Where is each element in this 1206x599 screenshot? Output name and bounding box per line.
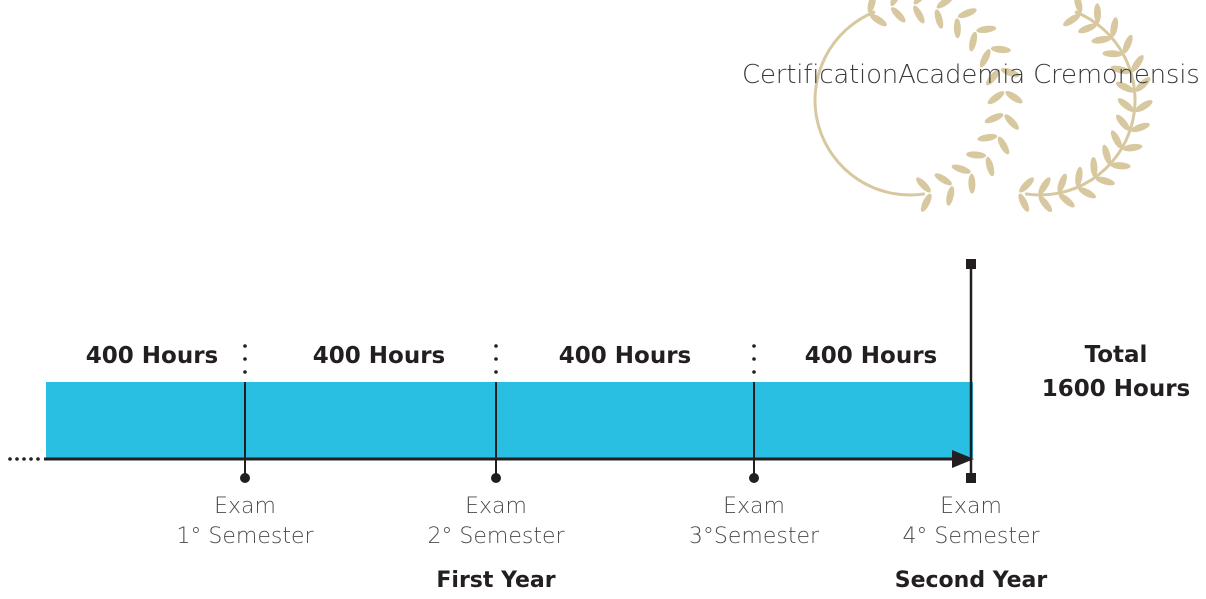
- laurel-leaf: [869, 13, 887, 27]
- laurel-leaf: [1115, 81, 1135, 93]
- laurel-leaf: [1110, 65, 1131, 74]
- laurel-leaf: [1135, 77, 1151, 92]
- laurel-leaf: [1005, 90, 1023, 104]
- laurel-leaf: [1018, 193, 1030, 212]
- exam-4-semester: 4° Semester: [902, 524, 1040, 549]
- laurel-leaf: [1093, 3, 1101, 24]
- total-hours: Total 1600 Hours: [1026, 338, 1206, 406]
- laurel-leaf: [1090, 157, 1098, 177]
- laurel-leaf: [1038, 177, 1051, 195]
- laurel-leaf: [1131, 54, 1144, 72]
- laurel-leaf: [969, 31, 978, 52]
- laurel-leaf: [1110, 162, 1131, 170]
- laurel-leaf: [1075, 166, 1083, 187]
- laurel-leaf: [997, 136, 1010, 155]
- divider-1: [240, 344, 250, 483]
- laurel-leaf: [979, 49, 991, 68]
- second-year-label: Second Year: [894, 568, 1048, 593]
- hours-bar: [46, 382, 973, 458]
- laurel-leaf: [1110, 130, 1123, 149]
- laurel-leaf: [1116, 114, 1130, 131]
- divider-2: [491, 344, 501, 483]
- laurel-leaf: [976, 25, 997, 34]
- laurel-leaf: [966, 151, 987, 159]
- laurel-leaf: [1078, 23, 1097, 34]
- laurel-leaf: [867, 0, 876, 14]
- exam-1-semester: 1° Semester: [176, 524, 314, 549]
- laurel-leaf: [934, 9, 944, 29]
- laurel-leaf: [1095, 176, 1115, 186]
- laurel-leaf: [1019, 177, 1034, 193]
- laurel-leaf: [986, 69, 1000, 86]
- laurel-leaf: [1078, 187, 1096, 199]
- exam-2: Exam 2° Semester: [396, 492, 596, 552]
- laurel-leaf: [913, 5, 925, 24]
- exam-3-semester: 3°Semester: [688, 524, 820, 549]
- exam-1: Exam 1° Semester: [145, 492, 345, 552]
- laurel-leaf: [1102, 50, 1123, 58]
- exam-3: Exam 3°Semester: [654, 492, 854, 552]
- laurel-leaf: [916, 177, 931, 193]
- laurel-leaf: [1117, 98, 1134, 112]
- laurel-leaf: [987, 91, 1005, 105]
- laurel-leaf: [890, 0, 902, 7]
- total-label-line2: 1600 Hours: [1041, 376, 1191, 402]
- divider-3: [749, 344, 759, 483]
- total-label-line1: Total: [1084, 342, 1148, 368]
- laurel-leaf: [957, 8, 977, 19]
- laurel-leaf: [951, 164, 971, 174]
- exam-4: Exam 4° Semester: [871, 492, 1071, 552]
- laurel-leaf: [1000, 67, 1020, 78]
- laurel-leaf: [936, 0, 954, 9]
- laurel-leaf: [1074, 0, 1083, 14]
- laurel-leaf: [934, 173, 952, 186]
- laurel-right-branch: [1018, 0, 1153, 213]
- laurel-leaf: [1110, 17, 1119, 37]
- timeline-arrowhead: [952, 450, 974, 468]
- segment-3-hours: 400 Hours: [558, 343, 692, 369]
- laurel-leaf: [985, 156, 995, 177]
- segment-2-hours: 400 Hours: [312, 343, 446, 369]
- exam-1-label: Exam: [214, 494, 276, 519]
- first-year-label: First Year: [436, 568, 556, 593]
- segment-1-hours: 400 Hours: [85, 343, 219, 369]
- end-marker: [966, 259, 976, 483]
- laurel-leaf: [1038, 195, 1053, 213]
- laurel-leaf: [1004, 114, 1019, 130]
- laurel-left-branch: [813, 0, 1023, 212]
- exam-2-semester: 2° Semester: [427, 524, 565, 549]
- certification-title: CertificationAcademia Cremonensis: [742, 60, 1200, 90]
- laurel-leaf: [1130, 122, 1150, 133]
- laurel-leaf: [968, 173, 976, 194]
- laurel-leaf: [890, 7, 906, 23]
- laurel-leaf: [977, 133, 998, 142]
- laurel-leaf: [913, 0, 928, 5]
- laurel-leaf: [984, 113, 1004, 124]
- laurel-leaf: [920, 193, 932, 212]
- exam-4-label: Exam: [940, 494, 1002, 519]
- laurel-leaf: [990, 45, 1011, 54]
- laurel-wreath-icon: [813, 0, 1153, 213]
- laurel-leaf: [1091, 35, 1112, 44]
- laurel-leaf: [1063, 13, 1081, 27]
- laurel-leaf: [946, 186, 955, 206]
- laurel-leaf: [1102, 144, 1111, 165]
- laurel-leaf: [1057, 173, 1067, 193]
- segment-4-hours: 400 Hours: [804, 343, 938, 369]
- laurel-leaf: [1122, 34, 1133, 54]
- exam-2-label: Exam: [465, 494, 527, 519]
- timeline-leading-dots: [8, 457, 40, 461]
- laurel-leaf: [1058, 193, 1075, 208]
- laurel-leaf: [953, 18, 961, 39]
- laurel-leaf: [1122, 143, 1143, 152]
- exam-3-label: Exam: [723, 494, 785, 519]
- laurel-leaf: [1135, 100, 1153, 113]
